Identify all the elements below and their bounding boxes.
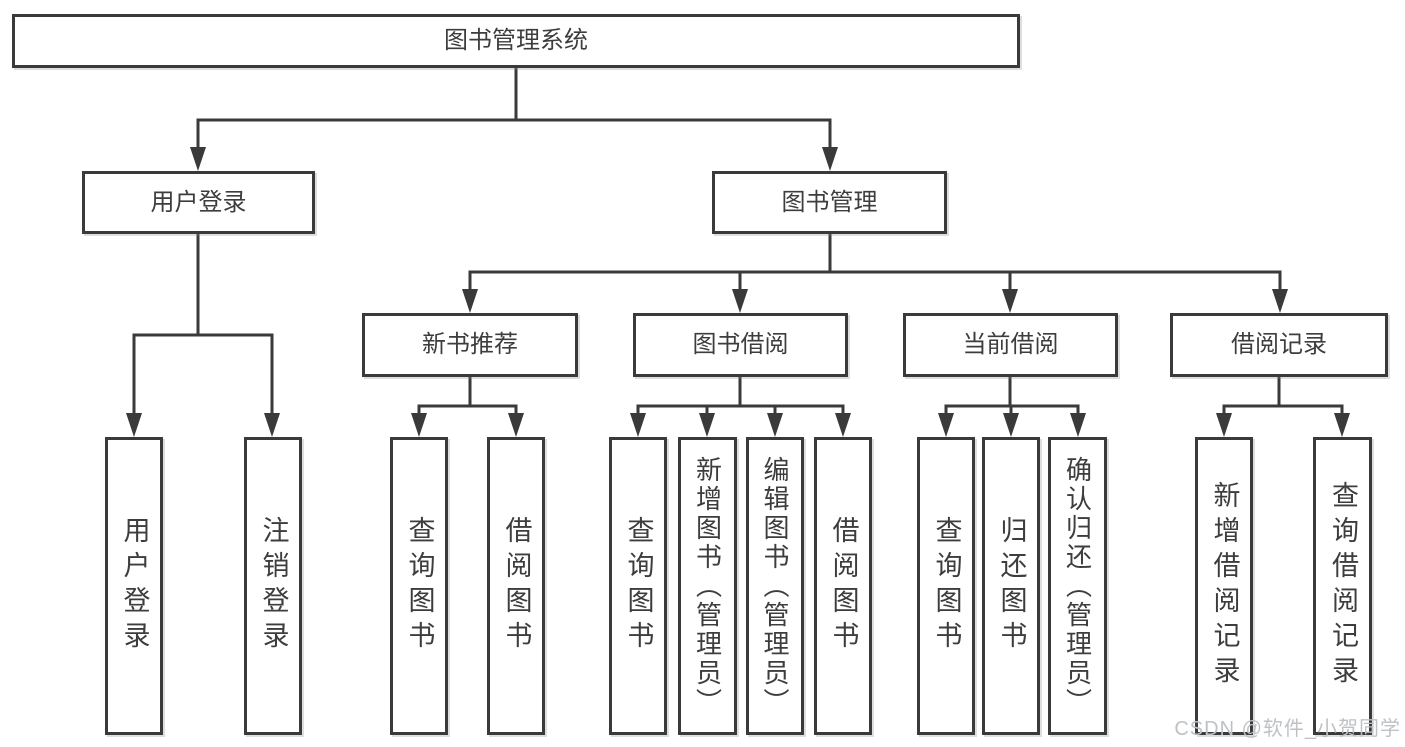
node-leaf-edit-books-admin: 编辑图书（管理员） — [746, 437, 804, 735]
node-user-login: 用户登录 — [82, 171, 315, 234]
node-leaf-user-login: 用户登录 — [105, 437, 163, 735]
node-new-book-recommend: 新书推荐 — [362, 313, 578, 377]
node-leaf-query-borrow-record: 查询借阅记录 — [1313, 437, 1372, 735]
node-leaf-query-books-borrow: 查询图书 — [609, 437, 667, 735]
node-leaf-confirm-return-admin: 确认归还（管理员） — [1048, 437, 1107, 735]
node-leaf-borrow-books: 借阅图书 — [814, 437, 872, 735]
node-leaf-logout: 注销登录 — [244, 437, 302, 735]
node-leaf-add-books-admin: 新增图书（管理员） — [678, 437, 737, 735]
node-leaf-borrow-books-recommend: 借阅图书 — [487, 437, 545, 735]
node-borrow-records: 借阅记录 — [1170, 313, 1388, 377]
node-book-management: 图书管理 — [712, 171, 947, 234]
node-leaf-return-books: 归还图书 — [982, 437, 1040, 735]
node-library-management-system: 图书管理系统 — [12, 14, 1020, 68]
node-current-borrow: 当前借阅 — [903, 313, 1118, 377]
node-leaf-query-books-current: 查询图书 — [917, 437, 975, 735]
node-leaf-add-borrow-record: 新增借阅记录 — [1195, 437, 1253, 735]
csdn-watermark: CSDN @软件_小贺同学 — [1174, 718, 1401, 740]
node-book-borrow: 图书借阅 — [633, 313, 848, 377]
node-leaf-query-books-recommend: 查询图书 — [390, 437, 448, 735]
